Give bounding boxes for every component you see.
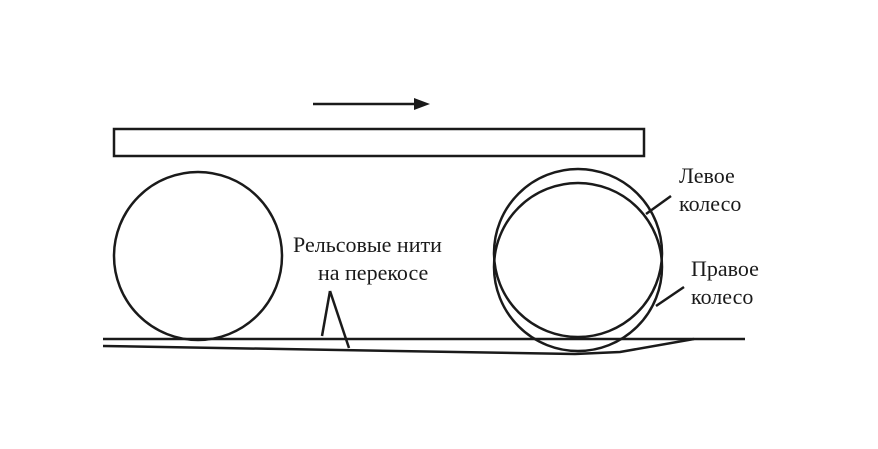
right-wheel-label-line1: Правое [691,256,759,281]
direction-arrow [313,98,430,110]
right-wheel-label-line2: колесо [691,284,753,309]
left-wheel-label-line2: колесо [679,191,741,216]
rail-skewed [102,337,695,356]
car-body [112,127,646,158]
right-wheel [492,266,664,353]
front-wheel [112,170,284,342]
left-wheel-label-line1: Левое [679,163,735,188]
rails-label-line1: Рельсовые нити [293,232,442,257]
rails-label-line2: на перекосе [318,260,428,285]
left-wheel-hidden-arc [493,252,663,338]
right-wheel-upper [492,181,664,268]
